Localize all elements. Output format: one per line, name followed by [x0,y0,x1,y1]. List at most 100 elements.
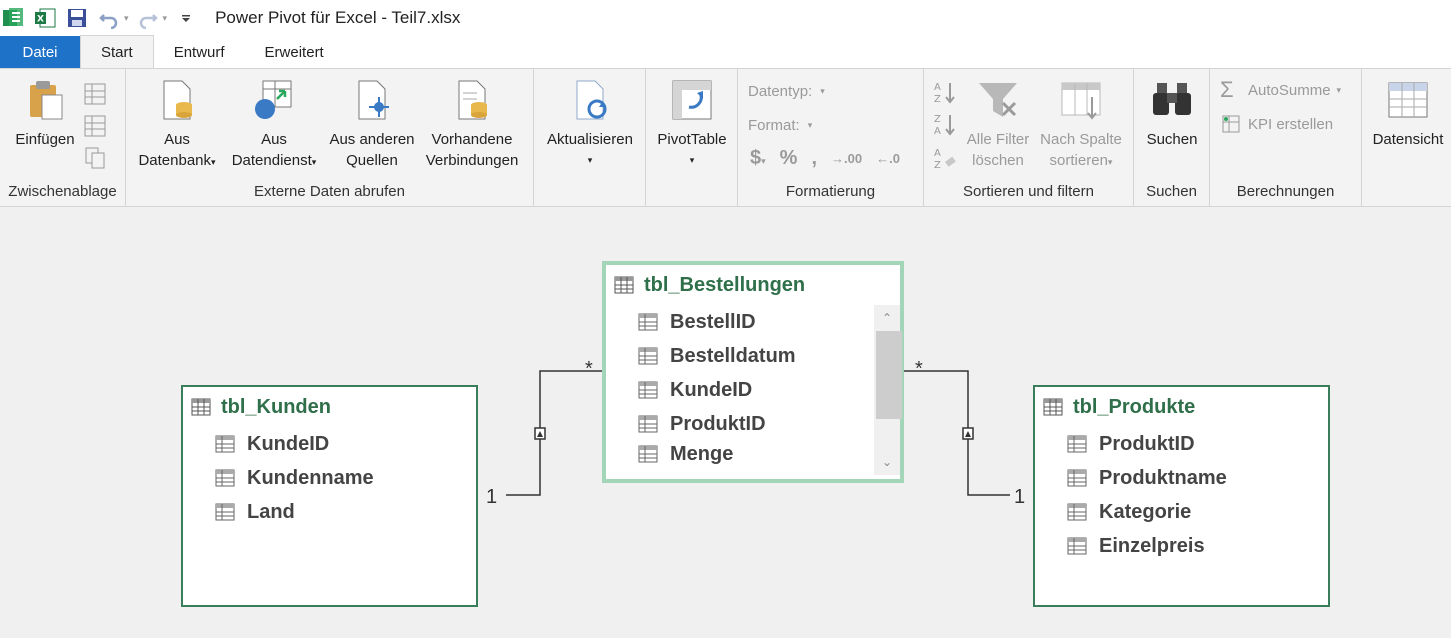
paste-button[interactable]: Einfügen [10,77,80,150]
copy-columns-icon[interactable] [82,113,108,139]
column-icon [638,445,658,463]
data-view-button[interactable]: Datensicht [1368,77,1448,150]
group-formatting: Datentyp:▾ Format:▾ $▾ % , →.00 ←.0 Form… [738,69,924,206]
decrease-decimal-icon[interactable]: ←.0 [876,151,900,166]
excel-icon[interactable]: X [32,5,58,31]
column-item[interactable]: ProduktID [1035,427,1328,461]
column-item[interactable]: Kundenname [183,461,476,495]
group-pivottable: PivotTable ▾ [646,69,738,206]
cardinality-one: 1 [486,486,498,508]
group-label-calculations: Berechnungen [1236,183,1335,200]
group-refresh: Aktualisieren ▾ [534,69,646,206]
pivottable-button[interactable]: PivotTable ▾ [650,77,734,171]
svg-text:X: X [37,15,44,25]
pivottable-icon [672,80,712,120]
ribbon: Einfügen Zwischenablage Aus Datenbank▾ A… [0,68,1451,207]
table-products[interactable]: tbl_Produkte ProduktID Produktname Kateg… [1033,385,1330,607]
column-item[interactable]: Kategorie [1035,495,1328,529]
table-customers[interactable]: tbl_Kunden KundeID Kundenname Land [181,385,478,607]
scrollbar-thumb[interactable] [876,331,902,419]
column-icon [215,469,235,487]
from-other-sources-button[interactable]: Aus anderen Quellen [326,77,418,171]
table-title: tbl_Produkte [1073,395,1196,418]
redo-icon[interactable] [135,5,161,31]
currency-icon[interactable]: $▾ [750,147,766,169]
relationship-lines [506,370,1010,496]
group-calculations: Σ AutoSumme▾ KPI erstellen Berechnungen [1210,69,1362,206]
svg-text:A: A [934,148,941,159]
column-item[interactable]: KundeID [606,373,900,407]
column-icon [215,435,235,453]
cardinality-many: * [585,358,593,380]
column-item[interactable]: KundeID [183,427,476,461]
increase-decimal-icon[interactable]: →.00 [831,151,863,166]
column-icon [215,503,235,521]
sigma-icon: Σ [1220,77,1234,102]
from-data-service-button[interactable]: Aus Datendienst▾ [226,77,322,173]
find-button[interactable]: Suchen [1138,77,1206,150]
paste-icon [30,81,63,120]
svg-text:Z: Z [934,94,941,105]
sort-ascending-icon[interactable]: AZ [932,79,958,105]
cardinality-many: * [915,358,923,380]
number-format-buttons: $▾ % , →.00 ←.0 [750,147,900,170]
format-dropdown[interactable]: Format:▾ [748,117,813,134]
scroll-down-icon[interactable]: ⌄ [881,455,893,469]
group-label-external: Externe Daten abrufen [254,183,405,200]
group-label-clipboard: Zwischenablage [8,183,117,200]
sort-by-column-button[interactable]: Nach Spalte sortieren▾ [1036,77,1126,173]
from-database-button[interactable]: Aus Datenbank▾ [132,77,222,173]
column-icon [1067,469,1087,487]
diagram-canvas[interactable]: * 1 * 1 tbl_Bestellungen BestellID Beste… [0,207,1451,638]
customize-toolbar-icon[interactable] [173,5,199,31]
window-title: Power Pivot für Excel - Teil7.xlsx [215,8,461,27]
group-label-find: Suchen [1146,183,1197,200]
column-icon [638,313,658,331]
power-pivot-icon[interactable] [0,5,26,31]
tab-file[interactable]: Datei [0,36,80,68]
table-header[interactable]: tbl_Kunden [183,387,476,427]
percent-icon[interactable]: % [779,147,798,169]
refresh-icon [576,80,607,120]
column-scrollbar[interactable]: ⌃ ⌄ [874,305,902,475]
relationship-line-products[interactable] [904,370,1010,496]
tab-start[interactable]: Start [80,35,154,68]
column-item[interactable]: Produktname [1035,461,1328,495]
create-kpi-button[interactable]: KPI erstellen [1220,113,1333,135]
clear-sort-icon[interactable]: AZ [932,145,958,171]
scroll-up-icon[interactable]: ⌃ [881,311,893,325]
cut-columns-icon[interactable] [82,81,108,107]
column-item[interactable]: ProduktID [606,407,900,441]
data-view-icon [1388,82,1428,118]
undo-icon[interactable] [96,5,122,31]
table-orders[interactable]: tbl_Bestellungen BestellID Bestelldatum … [602,261,904,483]
svg-text:Z: Z [934,114,941,125]
clear-all-filters-button[interactable]: Alle Filter löschen [960,77,1036,171]
column-icon [1067,537,1087,555]
autosum-button[interactable]: Σ AutoSumme▾ [1220,77,1342,102]
refresh-button[interactable]: Aktualisieren ▾ [540,77,640,171]
column-item[interactable]: Land [183,495,476,529]
thousands-separator-icon[interactable]: , [811,147,818,169]
svg-text:A: A [934,126,941,137]
existing-connections-button[interactable]: Vorhandene Verbindungen [422,77,522,171]
relationship-line-customers[interactable] [506,370,602,496]
column-item[interactable]: BestellID [606,305,900,339]
column-item[interactable]: Bestelldatum [606,339,900,373]
table-header[interactable]: tbl_Bestellungen [606,265,900,305]
table-icon [614,276,634,294]
column-icon [638,347,658,365]
datatype-dropdown[interactable]: Datentyp:▾ [748,83,825,100]
group-view: Datensicht [1362,69,1451,206]
column-icon [638,381,658,399]
copy-icon[interactable] [82,145,108,171]
table-header[interactable]: tbl_Produkte [1035,387,1328,427]
column-item[interactable]: Menge [606,441,900,467]
tab-advanced[interactable]: Erweitert [264,43,324,61]
column-item[interactable]: Einzelpreis [1035,529,1328,563]
group-label-sort: Sortieren und filtern [963,183,1094,200]
save-icon[interactable] [64,5,90,31]
tab-design[interactable]: Entwurf [173,43,225,61]
sort-descending-icon[interactable]: ZA [932,111,958,137]
